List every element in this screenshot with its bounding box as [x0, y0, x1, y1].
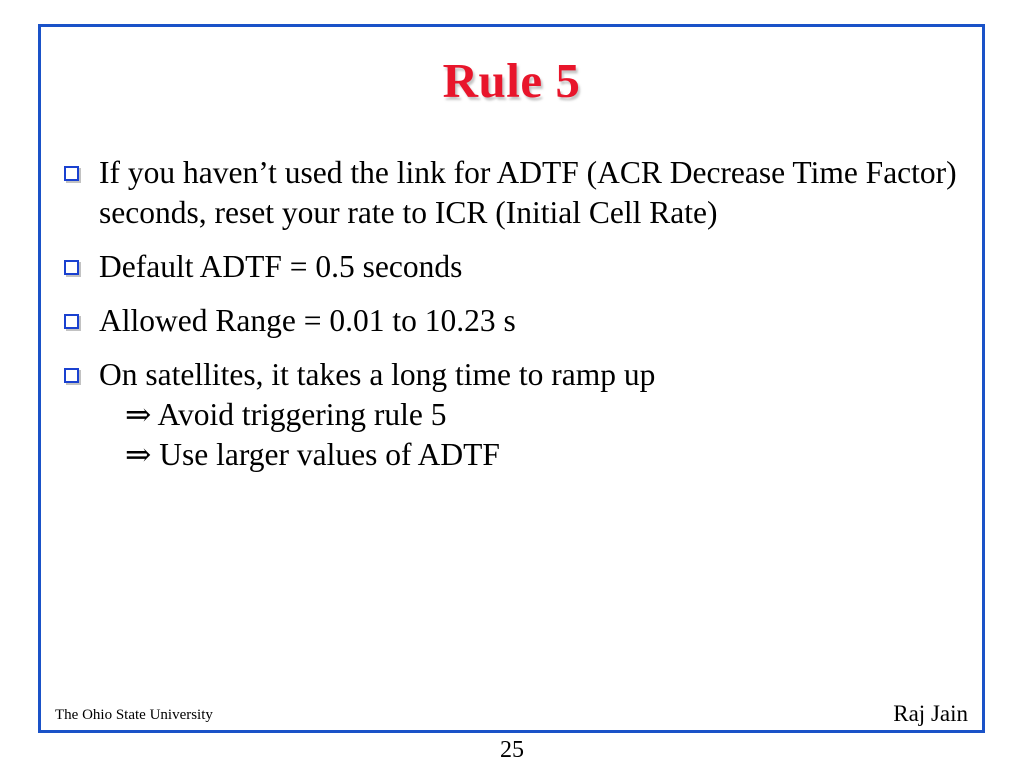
square-bullet-icon — [59, 153, 99, 181]
list-item-text: Default ADTF = 0.5 seconds — [99, 247, 972, 287]
page-title: Rule 5 — [442, 53, 581, 108]
page-number: 25 — [500, 737, 524, 763]
list-item-text: Allowed Range = 0.01 to 10.23 s — [99, 301, 972, 341]
bullet-list: If you haven’t used the link for ADTF (A… — [59, 153, 972, 489]
list-item-text: On satellites, it takes a long time to r… — [99, 355, 972, 475]
slide-frame: Rule 5 If you haven’t used the link for … — [38, 24, 985, 733]
square-bullet-icon — [59, 301, 99, 329]
list-item: Allowed Range = 0.01 to 10.23 s — [59, 301, 972, 341]
list-item-main-text: If you haven’t used the link for ADTF (A… — [99, 155, 957, 230]
footer-author: Raj Jain — [893, 701, 968, 726]
list-item-main-text: Default ADTF = 0.5 seconds — [99, 249, 463, 284]
implication-line: ⇒ Avoid triggering rule 5 — [125, 397, 447, 432]
list-item-main-text: On satellites, it takes a long time to r… — [99, 357, 656, 392]
footer-institution: The Ohio State University — [55, 707, 213, 723]
list-item-text: If you haven’t used the link for ADTF (A… — [99, 153, 972, 233]
square-bullet-icon — [59, 247, 99, 275]
list-item: If you haven’t used the link for ADTF (A… — [59, 153, 972, 233]
implication-line: ⇒ Use larger values of ADTF — [125, 437, 500, 472]
list-item-main-text: Allowed Range = 0.01 to 10.23 s — [99, 303, 516, 338]
square-bullet-icon — [59, 355, 99, 383]
list-item: Default ADTF = 0.5 seconds — [59, 247, 972, 287]
list-item: On satellites, it takes a long time to r… — [59, 355, 972, 475]
